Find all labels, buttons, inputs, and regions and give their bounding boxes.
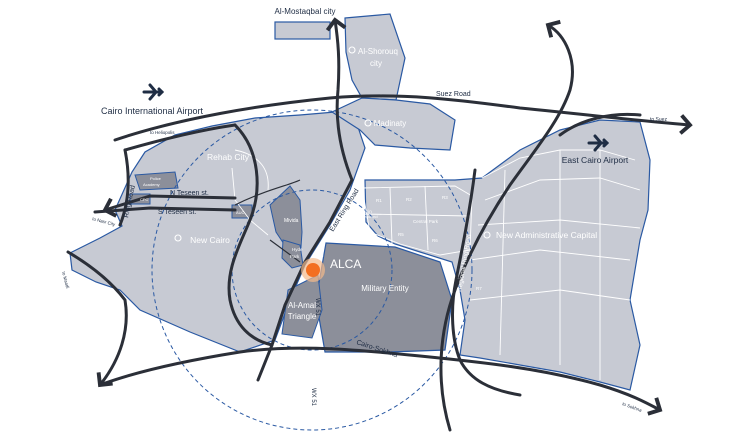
label-academy: Academy	[143, 182, 160, 187]
label-to-new-city: to Nasr City	[92, 216, 117, 227]
n-teseen	[102, 194, 237, 218]
label-r5: R5	[398, 232, 404, 237]
ring-road-north	[325, 17, 354, 182]
label-to-maadi: to Maadi	[61, 271, 70, 289]
label-wx-51-upper: WX 51	[314, 298, 320, 317]
label-r4: R4	[367, 232, 373, 237]
label-al-shorouq-city: city	[370, 59, 382, 68]
label-east-cairo-airport: East Cairo Airport	[562, 155, 629, 165]
label-central-park: Central Park	[413, 219, 439, 224]
new-cairo-inner	[227, 123, 274, 347]
label-mivida: Mivida	[284, 218, 299, 224]
label-auc: AUC	[236, 210, 245, 215]
cairo-sokhna-road	[98, 346, 663, 416]
label-r3: R3	[442, 195, 448, 200]
ring-outer	[151, 109, 473, 431]
label-al-amal: Al-Amal	[288, 301, 316, 310]
label-s-teseen: S Teseen st.	[158, 209, 196, 216]
label-to-sokhna: to Sokhna	[622, 401, 643, 413]
east-ring-road-main	[256, 178, 354, 382]
label-madinaty: Madinaty	[374, 119, 406, 128]
label-r7: R7	[476, 286, 482, 291]
label-new-cairo: New Cairo	[190, 235, 230, 245]
ring-inner	[231, 189, 393, 351]
region-al-mostaqbal	[274, 21, 331, 40]
label-pkg: PKG	[314, 253, 324, 258]
project-marker[interactable]	[301, 258, 325, 282]
location-pin-icon	[174, 46, 491, 242]
label-r2: R2	[406, 197, 412, 202]
label-al-shorouq: Al-Shorouq	[358, 47, 398, 56]
label-rehab-city: Rehab City	[207, 152, 250, 162]
label-police: Police	[150, 176, 162, 181]
region-madinaty	[330, 97, 456, 151]
label-al-mostaqbal: Al-Mostaqbal city	[275, 7, 336, 16]
airport-icon	[142, 83, 165, 101]
regions	[69, 13, 651, 391]
airport-icon	[587, 134, 610, 152]
s-teseen	[93, 206, 237, 214]
label-suez-road: Suez Road	[436, 91, 471, 98]
label-mohandessin: Mohandessin	[345, 209, 372, 214]
radius-rings	[151, 109, 473, 431]
suez-road	[113, 94, 693, 142]
label-r6: R6	[432, 238, 438, 243]
label-to-suez: to Suez	[650, 117, 667, 123]
label-r1: R1	[376, 198, 382, 203]
region-al-shorouq	[344, 13, 406, 101]
district-grid	[231, 149, 641, 380]
label-park: Park	[290, 254, 300, 259]
east-ring-road	[439, 19, 574, 432]
label-n-teseen: N Teseen st.	[170, 190, 209, 197]
secondary-roads	[234, 179, 301, 263]
label-new-capital: New Administrative Capital	[496, 230, 597, 240]
to-maadi-road	[66, 250, 128, 388]
label-hyde: Hyde	[292, 247, 303, 252]
to-heliopolis-road	[123, 123, 237, 152]
roads	[66, 17, 693, 432]
label-triangle: Triangle	[288, 312, 317, 321]
label-to-heliopolis: to Heliopolis	[150, 130, 175, 135]
ring-road-west	[118, 148, 130, 227]
region-police-academy	[134, 171, 179, 191]
label-alca: ALCA	[330, 257, 361, 271]
label-cairo-airport: Cairo International Airport	[101, 106, 204, 116]
regional-ring-road	[451, 168, 522, 397]
label-compound: Compound	[358, 214, 378, 219]
ring-road-branch	[558, 112, 642, 137]
label-cfc: CFC	[140, 197, 148, 202]
label-military-entity: Military Entity	[361, 284, 409, 293]
label-wx-51-lower: WX 51	[310, 388, 316, 407]
